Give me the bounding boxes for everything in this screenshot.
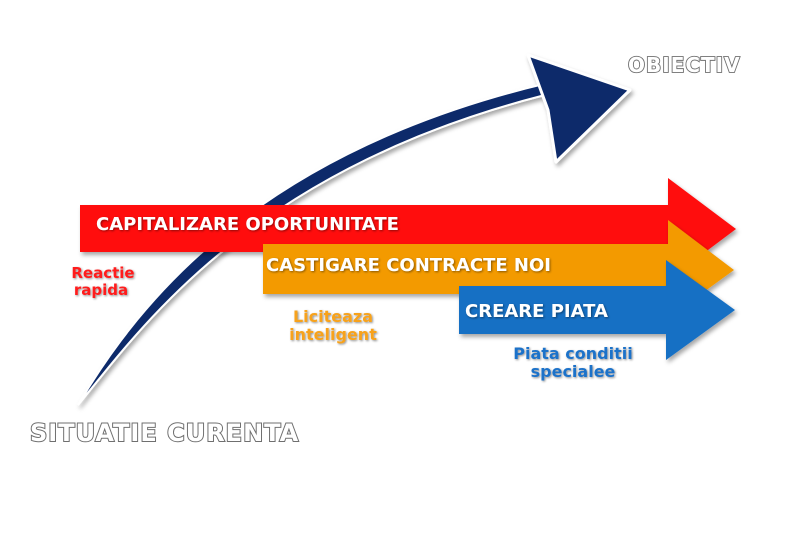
note-reactie-line2: rapida <box>74 281 128 299</box>
note-liciteaza-line2: inteligent <box>289 325 377 344</box>
note-liciteaza-inteligent: Liciteaza inteligent <box>289 307 377 344</box>
title-objective: OBIECTIV <box>628 53 741 77</box>
growth-curve-arrow <box>77 53 632 406</box>
arrow-capitalizare <box>80 178 736 280</box>
arrow-label-creare: CREARE PIATA <box>465 301 608 322</box>
note-liciteaza-line1: Liciteaza <box>293 307 373 326</box>
note-reactie-rapida: Reactie rapida <box>71 264 134 299</box>
arrow-creare <box>459 260 735 360</box>
title-current-situation: SITUATIE CURENTA <box>30 419 299 447</box>
note-piata-line1: Piata conditii <box>513 344 632 363</box>
note-reactie-line1: Reactie <box>71 264 134 282</box>
note-piata-line2: specialee <box>531 362 616 381</box>
note-piata-conditii: Piata conditii specialee <box>513 344 632 381</box>
arrow-label-castigare: CASTIGARE CONTRACTE NOI <box>266 255 551 276</box>
arrow-label-capitalizare: CAPITALIZARE OPORTUNITATE <box>96 214 399 235</box>
growth-curve-head <box>526 53 632 164</box>
arrow-red-shape <box>80 178 736 280</box>
arrow-blue-shape <box>459 260 735 360</box>
